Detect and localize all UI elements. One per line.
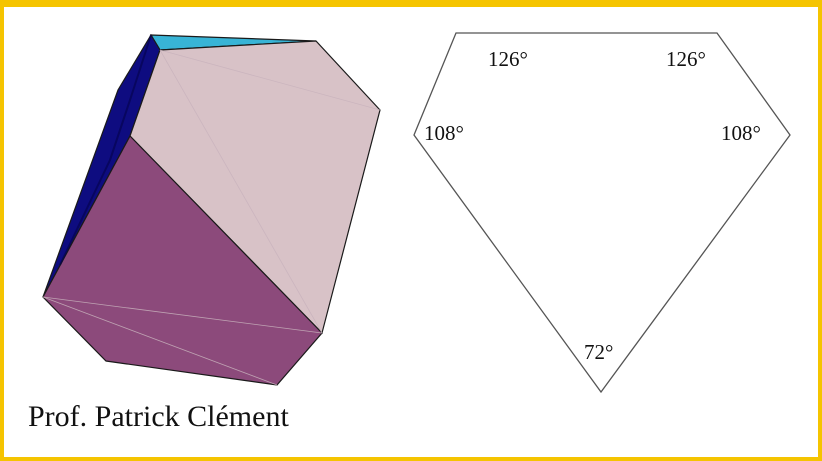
polyhedron-mesh-lines <box>42 49 381 386</box>
polyhedron-left-edge-shade <box>59 34 152 266</box>
face-net: 126° 126° 108° 108° 72° <box>413 32 791 394</box>
angle-label-right: 108° <box>721 121 761 145</box>
polyhedron-front-face <box>129 40 381 335</box>
angle-label-top-left: 126° <box>488 47 528 71</box>
angle-label-top-right: 126° <box>666 47 706 71</box>
polyhedron-3d <box>42 33 381 386</box>
face-net-outline <box>413 32 791 394</box>
author-credit: Prof. Patrick Clément <box>28 400 289 433</box>
angle-label-left: 108° <box>424 121 464 145</box>
polyhedron-bottom-face <box>42 134 323 386</box>
angle-label-bottom: 72° <box>584 340 613 364</box>
